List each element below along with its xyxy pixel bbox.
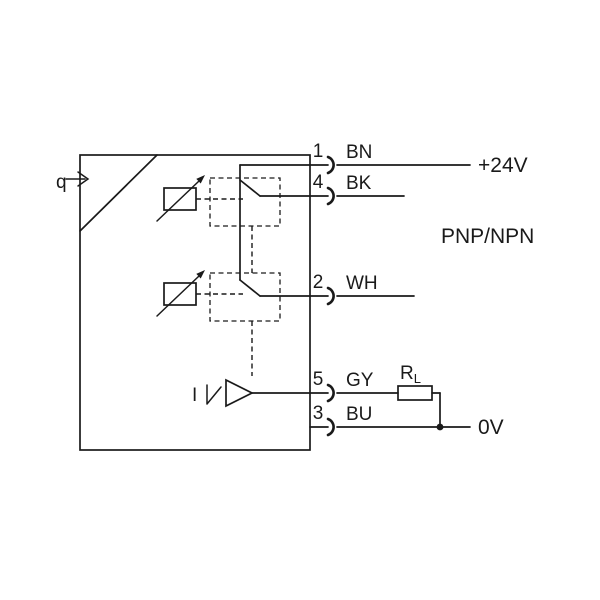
pin1-connector-icon (326, 155, 335, 175)
pin2-wire-color: WH (346, 273, 378, 294)
supply-voltage-label: +24V (478, 154, 528, 177)
pin3-number: 3 (313, 403, 324, 424)
threshold-adjuster-upper-icon (156, 175, 205, 222)
pin2-number: 2 (313, 272, 324, 293)
pin2-connector-icon (326, 286, 335, 306)
adjuster-arrow-upper (156, 180, 200, 222)
switch-contact-upper (209, 177, 311, 227)
adjuster-arrowhead-upper (196, 175, 205, 184)
adjuster-arrow-lower (156, 275, 200, 317)
load-resistor-label: RL (400, 363, 421, 386)
adjuster-arrowhead-lower (196, 270, 205, 279)
pin-3-group: 3 BU (309, 403, 471, 437)
switch-blade-lower (239, 279, 261, 297)
pin-2-group: 2 WH (309, 272, 415, 306)
switch-enclosure-upper (209, 177, 281, 227)
sensor-body-group: q (56, 154, 311, 451)
pin5-connector-icon (326, 383, 335, 403)
switch-contact-lower (209, 272, 311, 322)
pin4-wire-color: BK (346, 173, 372, 194)
pin5-wire-color: GY (346, 370, 374, 391)
pin1-wire-color: BN (346, 142, 372, 163)
load-resistor-letter: R (400, 363, 414, 384)
pin3-connector-icon (326, 417, 335, 437)
amplifier-icon (225, 378, 254, 408)
flow-label: q (56, 172, 67, 193)
pin4-connector-icon (326, 186, 335, 206)
pin1-number: 1 (313, 141, 324, 162)
ramp-characteristic-icon (206, 384, 222, 405)
load-resistor (397, 385, 433, 401)
analog-current-label: I (192, 385, 197, 406)
pin4-number: 4 (313, 172, 324, 193)
pin3-wire-color: BU (346, 404, 372, 425)
switch-enclosure-lower (209, 272, 281, 322)
flow-arrow-icon (65, 171, 90, 187)
load-resistor-subscript: L (414, 371, 421, 386)
sensor-body (79, 154, 311, 451)
pin-4-group: 4 BK (309, 172, 405, 206)
ground-label: 0V (478, 416, 504, 439)
pin-1-group: 1 BN (309, 141, 471, 175)
threshold-adjuster-lower-icon (156, 270, 205, 317)
output-type-label: PNP/NPN (441, 225, 534, 248)
pin5-number: 5 (313, 369, 324, 390)
analog-output-stage: I (192, 378, 311, 408)
pin-5-group: 5 GY RL (309, 363, 444, 431)
sensor-corner-diagonal (79, 154, 158, 232)
switch-blade-upper (239, 179, 261, 197)
